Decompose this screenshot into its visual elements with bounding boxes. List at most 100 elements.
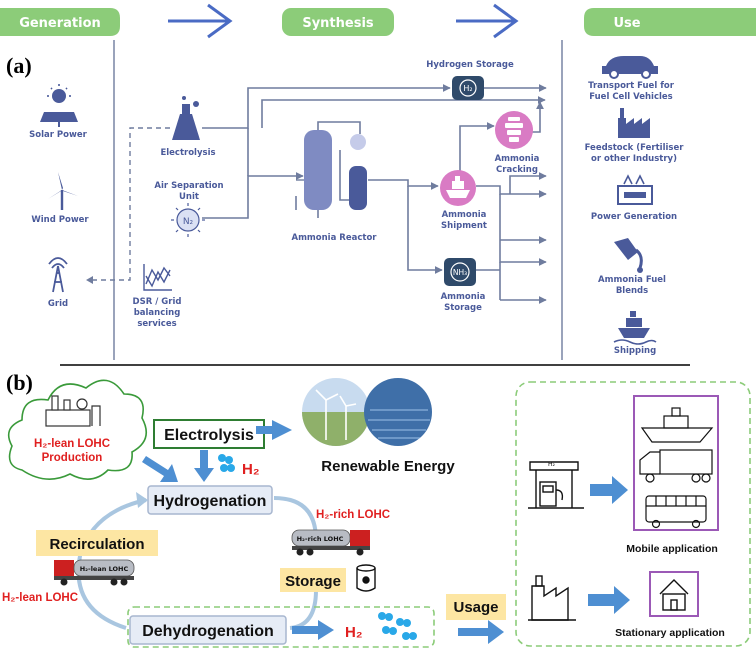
feedstock-label-2: or other Industry) — [591, 154, 677, 164]
storage-label: Storage — [285, 573, 341, 590]
dsr-label-1: DSR / Grid — [133, 297, 182, 307]
header-use: Use — [584, 8, 756, 36]
cloud-shape — [7, 379, 148, 480]
dsr-label-3: services — [137, 319, 176, 329]
header-synthesis-label: Synthesis — [302, 16, 374, 31]
applications-region — [515, 381, 751, 647]
h2-rich-lohc-label: H₂-rich LOHC — [316, 509, 390, 521]
panel-b: (b) H₂-lean LOHC Production Electrolysis — [2, 370, 751, 648]
use-fuel-blends: Ammonia Fuel Blends — [598, 238, 666, 296]
flow-lines — [202, 84, 547, 304]
factory-icon — [45, 395, 101, 427]
usage-box: Usage — [446, 594, 506, 620]
shipment-label-2: Shipment — [441, 221, 487, 231]
feedstock-label-1: Feedstock (Fertiliser — [585, 143, 685, 153]
shipment-label-1: Ammonia — [442, 210, 487, 220]
panel-a-label: (a) — [6, 53, 32, 78]
mobile-apps-box — [633, 395, 719, 531]
dsr-label-2: balancing — [134, 308, 181, 318]
storage-tank-icon — [356, 564, 376, 592]
reactor-label: Ammonia Reactor — [292, 233, 378, 243]
ammonia-storage: NH₃ Ammonia Storage — [441, 258, 486, 313]
dehydrogenation-output-arrow — [292, 620, 334, 640]
h2-lean-lohc-label: H₂-lean LOHC — [2, 592, 78, 604]
wind-power: Wind Power — [31, 172, 89, 225]
flask-icon — [172, 96, 200, 140]
solar-panel-icon — [40, 84, 78, 127]
grid-label: Grid — [48, 299, 68, 309]
dsr-dashed-arrowhead — [86, 276, 93, 284]
solar-farm-image — [364, 378, 432, 446]
dsr-grid-balancing: DSR / Grid balancing services — [133, 264, 182, 329]
industry-icon — [528, 575, 576, 621]
header-arrow-2 — [456, 3, 519, 39]
ammonia-storage-label-2: Storage — [444, 303, 482, 313]
n2-symbol: N₂ — [183, 217, 194, 227]
grid: Grid — [48, 257, 68, 309]
h2-output-label: H₂ — [345, 624, 363, 641]
ammonia-shipment: Ammonia Shipment — [440, 170, 487, 231]
electrolysis-label: Electrolysis — [160, 148, 215, 158]
bus-icon — [645, 495, 707, 529]
ammonia-reactor: Ammonia Reactor — [292, 121, 378, 243]
h2-storage-label: Hydrogen Storage — [426, 60, 514, 70]
nh3-symbol: NH₃ — [453, 268, 467, 277]
cloud-to-hydrogenation-arrow — [142, 456, 178, 482]
air-separation-unit: Air Separation Unit N₂ — [154, 181, 224, 237]
renewable-energy: Renewable Energy — [302, 378, 455, 475]
power-plant-icon — [617, 174, 653, 205]
shipping-label: Shipping — [614, 346, 656, 356]
truck-lean-icon: H₂-lean LOHC — [54, 559, 135, 586]
electrolysis-down-arrow — [194, 450, 214, 482]
panel-b-label: (b) — [6, 370, 33, 395]
h2-molecules-output-icon — [378, 612, 417, 640]
electrolysis-box: Electrolysis — [153, 419, 265, 449]
truck-rich-icon: H₂-rich LOHC — [291, 529, 370, 556]
dehydrogenation-label: Dehydrogenation — [142, 623, 274, 640]
cycle-arrowhead — [136, 492, 148, 508]
renewable-label: Renewable Energy — [321, 458, 455, 475]
header-arrow-1 — [168, 3, 233, 39]
wind-turbine-icon — [48, 172, 78, 210]
storage-box: Storage — [280, 564, 376, 592]
mobile-label: Mobile application — [626, 543, 718, 555]
fuel-nozzle-icon — [614, 238, 643, 273]
reactor-icon — [295, 121, 367, 218]
cracker-glyph — [505, 117, 523, 142]
transport-label-2: Fuel Cell Vehicles — [589, 92, 672, 102]
header-use-label: Use — [613, 16, 640, 31]
renewable-to-electrolysis-arrow — [256, 420, 292, 440]
use-power-generation: Power Generation — [591, 174, 677, 222]
usage-label: Usage — [453, 599, 498, 616]
h2-station-icon — [528, 461, 584, 509]
nh3-tank-icon — [444, 258, 476, 286]
hydrogen-storage: Hydrogen Storage H₂ — [426, 60, 514, 100]
use-feedstock: Feedstock (Fertiliser or other Industry) — [585, 108, 685, 164]
ammonia-storage-label-1: Ammonia — [441, 292, 486, 302]
header-generation: Generation — [0, 8, 120, 36]
lean-production-label-1: H₂-lean LOHC — [34, 438, 110, 450]
electrolysis: Electrolysis — [160, 96, 216, 158]
h2-storage-symbol: H₂ — [463, 84, 472, 93]
chart-line-icon — [143, 264, 172, 291]
b-electrolysis-label: Electrolysis — [164, 427, 254, 444]
h2-pump-label: H₂ — [548, 461, 556, 468]
house-icon — [659, 579, 689, 611]
air-separation-label-1: Air Separation — [154, 181, 223, 191]
use-transport: Transport Fuel for Fuel Cell Vehicles — [588, 56, 675, 102]
ship-icon — [640, 407, 714, 443]
truck-rich-label: H₂-rich LOHC — [297, 535, 344, 543]
panel-a: Generation Synthesis Use (a) — [0, 3, 756, 360]
transport-label-1: Transport Fuel for — [588, 81, 675, 91]
header-generation-label: Generation — [19, 16, 101, 31]
ammonia-cracking: Ammonia Cracking — [495, 111, 540, 175]
shipping-icon — [613, 311, 657, 345]
solar-power: Solar Power — [29, 84, 88, 140]
h2-label: H₂ — [242, 461, 260, 478]
solar-power-label: Solar Power — [29, 130, 87, 140]
lean-production-label-2: Production — [42, 452, 103, 464]
wind-power-label: Wind Power — [31, 215, 89, 225]
power-generation-label: Power Generation — [591, 212, 677, 222]
air-separation-label-2: Unit — [179, 192, 199, 202]
